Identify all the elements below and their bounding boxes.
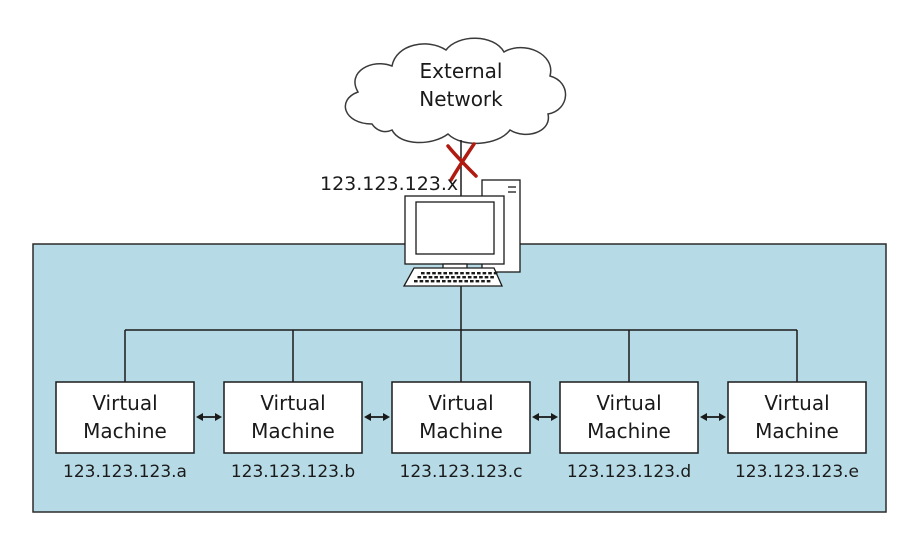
vm-ip-label: 123.123.123.b xyxy=(231,462,355,482)
vm-ip-label: 123.123.123.a xyxy=(63,462,187,482)
vm-label-line2: Machine xyxy=(419,419,503,443)
cloud-label-line1: External xyxy=(420,59,503,83)
virtual-machines: VirtualMachine123.123.123.aVirtualMachin… xyxy=(55,330,867,482)
vm-ip-label: 123.123.123.d xyxy=(567,462,691,482)
bidirectional-arrow-icon xyxy=(700,413,726,421)
vm-box xyxy=(223,381,363,454)
vm-label-line1: Virtual xyxy=(260,391,325,415)
vm-box xyxy=(55,381,195,454)
vm-label-line1: Virtual xyxy=(428,391,493,415)
cloud-label-line2: Network xyxy=(419,87,503,111)
isolated-network-area xyxy=(32,243,887,513)
vm-label-line1: Virtual xyxy=(596,391,661,415)
blocked-cross-icon xyxy=(446,142,478,182)
vm-box xyxy=(559,381,699,454)
vm-label-line2: Machine xyxy=(587,419,671,443)
bidirectional-arrow-icon xyxy=(532,413,558,421)
vm-box xyxy=(391,381,531,454)
vm-label-line1: Virtual xyxy=(764,391,829,415)
vm-ip-label: 123.123.123.e xyxy=(735,462,859,482)
bidirectional-arrow-icon xyxy=(196,413,222,421)
vm-ip-label: 123.123.123.c xyxy=(400,462,523,482)
host-ip-label: 123.123.123.x xyxy=(320,173,458,195)
vm-label-line1: Virtual xyxy=(92,391,157,415)
external-network-cloud: External Network xyxy=(344,37,567,145)
vm-box xyxy=(727,381,867,454)
cloud-icon xyxy=(344,37,567,145)
vm-label-line2: Machine xyxy=(251,419,335,443)
bidirectional-arrow-icon xyxy=(364,413,390,421)
desktop-computer-icon xyxy=(402,179,521,287)
vm-label-line2: Machine xyxy=(83,419,167,443)
vm-label-line2: Machine xyxy=(755,419,839,443)
